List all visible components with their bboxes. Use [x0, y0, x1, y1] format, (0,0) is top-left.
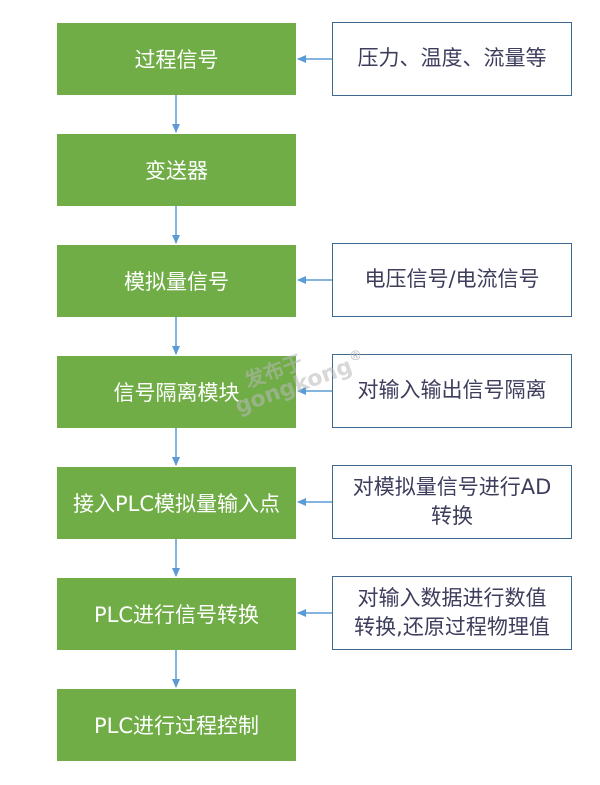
note-measured-quantities: 压力、温度、流量等: [332, 22, 572, 96]
step-analog-signal: 模拟量信号: [57, 245, 296, 317]
note-value-conversion: 对输入数据进行数值 转换,还原过程物理值: [332, 576, 572, 650]
step-isolation-module: 信号隔离模块: [57, 356, 296, 428]
step-plc-signal-conversion: PLC进行信号转换: [57, 578, 296, 650]
watermark-registered-mark: ®: [349, 349, 362, 364]
note-voltage-current: 电压信号/电流信号: [332, 243, 572, 317]
step-plc-process-control: PLC进行过程控制: [57, 689, 296, 761]
step-transmitter: 变送器: [57, 134, 296, 206]
step-plc-analog-input: 接入PLC模拟量输入点: [57, 467, 296, 539]
note-ad-conversion: 对模拟量信号进行AD 转换: [332, 465, 572, 539]
step-process-signal: 过程信号: [57, 23, 296, 95]
note-io-isolation: 对输入输出信号隔离: [332, 354, 572, 428]
